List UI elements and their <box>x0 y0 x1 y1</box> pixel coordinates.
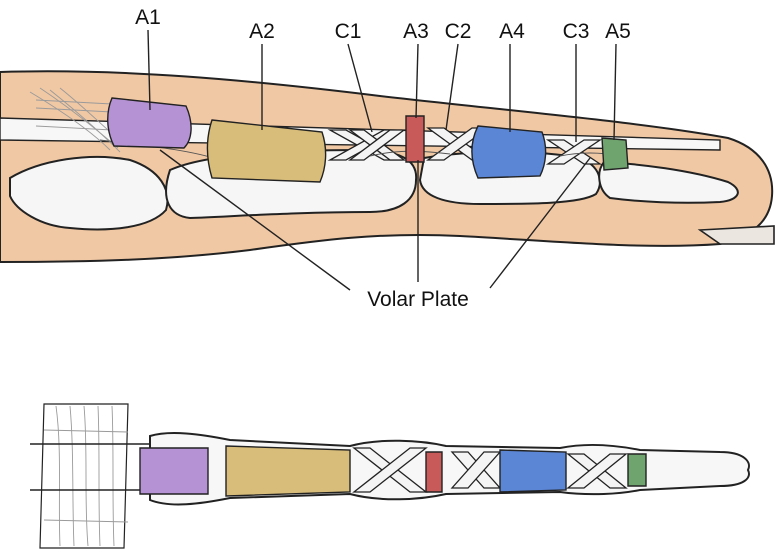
label-a2: A2 <box>249 20 275 43</box>
side-view: A1 A2 C1 A3 C2 A4 C3 A5 Volar Plate <box>0 6 774 311</box>
label-a1: A1 <box>135 6 161 29</box>
a4-pulley-side <box>472 126 546 178</box>
a5-pulley-side <box>602 138 628 170</box>
a3-pulley-side <box>406 116 424 162</box>
palmar-fascia-front <box>40 404 128 548</box>
a5-pulley-front <box>628 454 646 486</box>
metacarpal-bone <box>10 157 168 230</box>
palmar-view <box>30 404 749 548</box>
a2-pulley-front <box>226 446 350 496</box>
a3-pulley-front <box>426 452 442 492</box>
label-a4: A4 <box>499 20 525 43</box>
a4-pulley-front <box>500 450 566 492</box>
label-a3: A3 <box>403 20 429 43</box>
label-volar-plate: Volar Plate <box>367 288 469 311</box>
label-a5: A5 <box>605 20 631 43</box>
label-c1: C1 <box>335 20 362 43</box>
label-c2: C2 <box>445 20 472 43</box>
a1-pulley-front <box>140 448 208 494</box>
label-c3: C3 <box>563 20 590 43</box>
